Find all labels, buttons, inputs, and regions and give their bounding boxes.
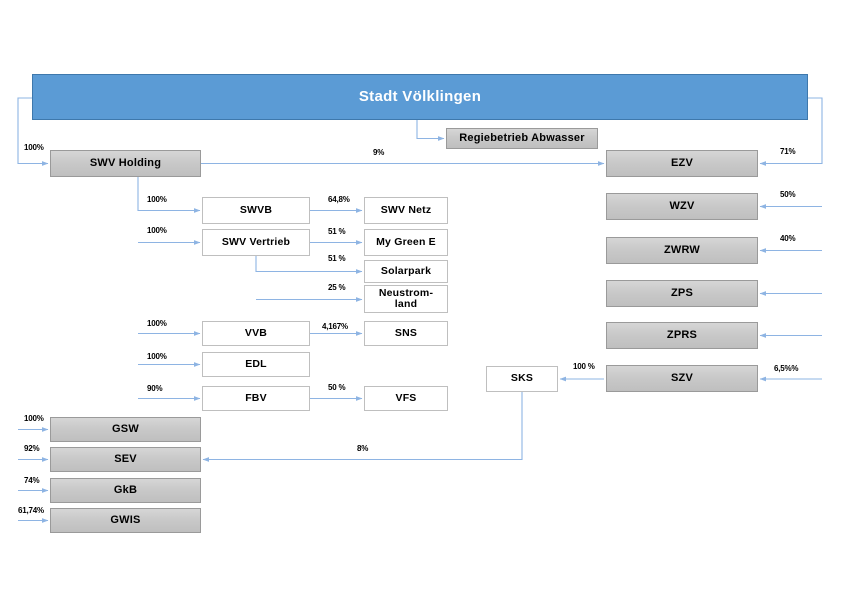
edge-label-lbl-vvb: 100% [147,319,167,328]
edge-label-lbl-solarpark: 51 % [328,254,346,263]
edge-label-lbl-gwis: 61,74% [18,506,44,515]
edge-label-lbl-edl: 100% [147,352,167,361]
edge-vertrieb-solarpark [255,256,363,274]
edge-label-lbl-swvvertrieb: 100% [147,226,167,235]
edge-label-lbl-szv-sks: 100 % [573,362,595,371]
node-mygreene[interactable]: My Green E [364,229,448,256]
edge-stadt-regiebetrieb [416,120,445,141]
edge-label-lbl-sns: 4,167% [322,322,348,331]
node-swvholding[interactable]: SWV Holding [50,150,201,177]
edge-label-lbl-neustromland: 25 % [328,283,346,292]
edge-label-lbl-zwrw-right: 40% [780,234,796,243]
edge-label-lbl-mygreene: 51 % [328,227,346,236]
edge-label-lbl-ezv-right: 71% [780,147,796,156]
edge-label-lbl-sev: 92% [24,444,40,453]
edge-label-lbl-vfs: 50 % [328,383,346,392]
node-fbv[interactable]: FBV [202,386,310,411]
edge-label-lbl-fbv: 90% [147,384,163,393]
node-zprs[interactable]: ZPRS [606,322,758,349]
node-gsw[interactable]: GSW [50,417,201,442]
node-edl[interactable]: EDL [202,352,310,377]
edge-swvholding-swvb [137,177,201,213]
node-ezv[interactable]: EZV [606,150,758,177]
node-gkb[interactable]: GkB [50,478,201,503]
node-sns[interactable]: SNS [364,321,448,346]
edge-label-lbl-swvholding-ezv: 9% [373,148,385,157]
node-neustromland[interactable]: Neustrom- land [364,285,448,313]
edge-label-lbl-stadt-swvholding: 100% [24,143,44,152]
node-swvvertrieb[interactable]: SWV Vertrieb [202,229,310,256]
edge-label-lbl-swvb: 100% [147,195,167,204]
node-solarpark[interactable]: Solarpark [364,260,448,283]
node-zwrw[interactable]: ZWRW [606,237,758,264]
node-zps[interactable]: ZPS [606,280,758,307]
node-swvnetz[interactable]: SWV Netz [364,197,448,224]
edge-label-lbl-swvnetz: 64,8% [328,195,350,204]
node-gwis[interactable]: GWIS [50,508,201,533]
edge-label-lbl-gsw: 100% [24,414,44,423]
node-vfs[interactable]: VFS [364,386,448,411]
edge-label-lbl-szv-right: 6,5%% [774,364,799,373]
node-swvb[interactable]: SWVB [202,197,310,224]
node-sks[interactable]: SKS [486,366,558,392]
edge-label-lbl-sks-sev: 8% [357,444,369,453]
edge-label-lbl-wzv-right: 50% [780,190,796,199]
node-sev[interactable]: SEV [50,447,201,472]
node-szv[interactable]: SZV [606,365,758,392]
node-wzv[interactable]: WZV [606,193,758,220]
node-vvb[interactable]: VVB [202,321,310,346]
node-regiebetrieb[interactable]: Regiebetrieb Abwasser [446,128,598,149]
edge-label-lbl-gkb: 74% [24,476,40,485]
node-stadt[interactable]: Stadt Völklingen [32,74,808,120]
